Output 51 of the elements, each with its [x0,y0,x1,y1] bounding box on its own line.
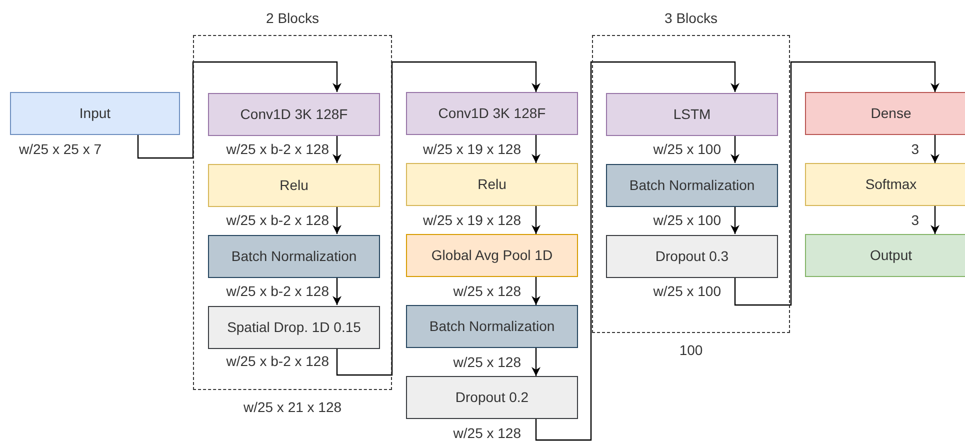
output-shape-label: 100 [678,341,704,360]
layer-box [406,163,578,206]
layer-name: Global Avg Pool 1D [431,246,553,265]
arrow [332,277,342,305]
layer-name: Output [870,246,912,265]
layer-box [406,234,578,277]
layer-name: Batch Normalization [429,317,555,336]
arrow [734,61,940,306]
layer-box [606,235,778,278]
arrow [730,135,740,163]
group-heading: 3 Blocks [664,9,718,28]
layer-name: Dense [870,104,912,123]
layer-name: Dropout 0.2 [455,388,529,407]
layer-name: Softmax [865,175,917,194]
layer-box [406,376,578,419]
layer-box [208,235,380,278]
arrow [336,61,540,376]
layer-name: Batch Normalization [231,247,357,266]
layer-box [406,305,578,348]
layer-name: Relu [478,175,506,194]
arrow [137,61,342,159]
layer-name: Conv1D 3K 128F [240,105,348,124]
arrow [332,135,342,163]
output-shape-label: w/25 x 21 x 128 [242,398,343,417]
layer-box [208,93,380,136]
layer-box [606,164,778,207]
arrow [535,61,740,441]
arrow [532,348,540,376]
layer-box [606,93,778,136]
arrow [532,135,540,163]
arrow [930,206,940,234]
layer-box [208,306,380,349]
layer-box [805,92,965,135]
arrow [532,277,540,305]
layer-box [406,92,578,135]
arrow [930,135,940,163]
layer-name: LSTM [673,105,711,124]
layer-name: Spatial Drop. 1D 0.15 [227,318,361,337]
layer-name: Conv1D 3K 128F [438,104,546,123]
layer-box [805,234,965,277]
arrow [532,206,540,234]
layer-box [10,92,180,135]
layer-name: Input [79,104,111,123]
arrow [332,206,342,234]
layer-name: Batch Normalization [629,176,755,195]
layer-box [208,164,380,207]
arrow [730,206,740,234]
group-heading: 2 Blocks [265,9,320,28]
layer-box [805,163,965,206]
layer-name: Relu [280,176,308,195]
layer-name: Dropout 0.3 [655,247,729,266]
